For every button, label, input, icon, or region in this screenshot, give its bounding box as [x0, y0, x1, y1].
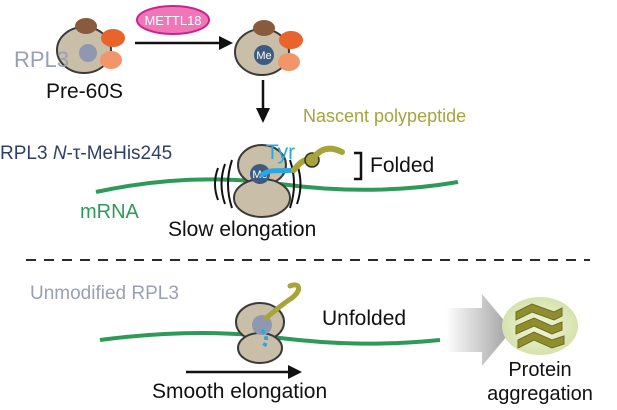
mettl18-label: METTL18 — [144, 13, 201, 28]
salmon-protein — [100, 51, 122, 69]
aggregation-label: aggregation — [487, 383, 593, 405]
methylated-pre60s: Me — [234, 20, 303, 76]
me-label: Me — [256, 50, 271, 62]
pre60s-ribosome — [56, 18, 125, 74]
me-mark — [254, 45, 274, 65]
methylation-arrow — [135, 36, 233, 50]
unmodified-ribosome — [235, 282, 301, 364]
aggregation-arrow — [446, 294, 512, 366]
rpl3-label: RPL3 — [14, 47, 69, 72]
tyr-contact — [259, 167, 297, 178]
aggregate-icon — [502, 297, 578, 355]
smooth-arrow — [186, 365, 302, 379]
nascent-label: Nascent polypeptide — [303, 106, 466, 126]
mrna-label: mRNA — [80, 201, 140, 223]
folded-bracket — [354, 151, 363, 181]
slow-elongation-label: Slow elongation — [168, 218, 316, 241]
protein-label: Protein — [508, 359, 571, 381]
down-arrow — [256, 80, 270, 123]
orange-protein — [101, 29, 125, 47]
tyr-label: Tyr — [266, 141, 295, 164]
unmodified-label: Unmodified RPL3 — [30, 283, 179, 304]
nascent-chain-unfolded — [263, 295, 295, 321]
mrna-strand-bottom — [99, 330, 441, 346]
rpl3-modified-label: RPL3 N-τ-MeHis245 — [0, 143, 172, 164]
rpl3-protein — [79, 44, 97, 62]
translating-ribosome: Me — [233, 144, 345, 218]
smooth-elongation-label: Smooth elongation — [152, 380, 327, 403]
folded-label: Folded — [370, 154, 434, 177]
unfolded-label: Unfolded — [322, 307, 406, 330]
mettl18-badge: METTL18 — [136, 5, 210, 35]
pre60s-label: Pre-60S — [46, 80, 123, 103]
brown-protein — [75, 18, 97, 34]
